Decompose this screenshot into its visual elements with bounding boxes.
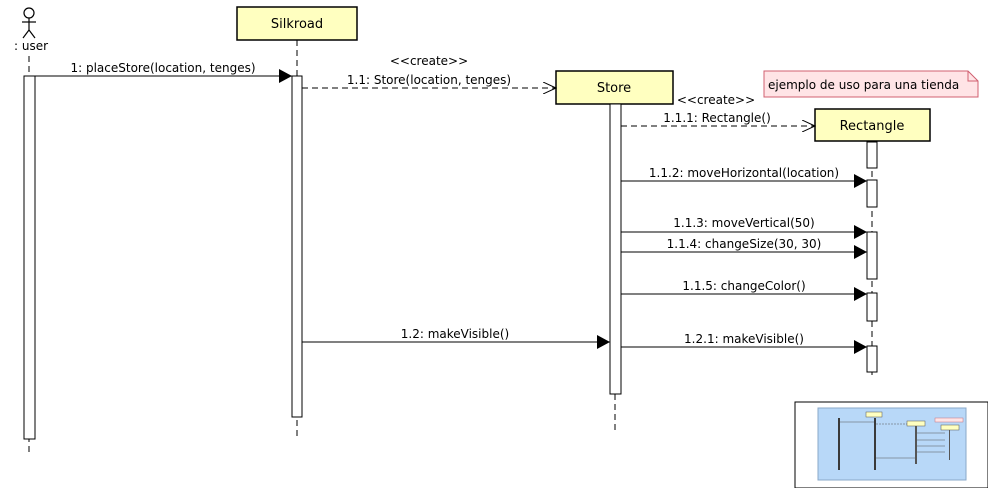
diagram-overview-panel[interactable] [794,401,988,488]
object-rectangle-label: Rectangle [840,119,905,134]
message-label: 1.1.5: changeColor() [682,279,805,293]
message-change-size[interactable]: 1.1.4: changeSize(30, 30) [621,237,867,259]
message-move-vertical[interactable]: 1.1.3: moveVertical(50) [621,216,867,239]
rectangle-activation [866,292,878,322]
object-silkroad-label: Silkroad [271,17,323,32]
message-label: 1.1.4: changeSize(30, 30) [667,237,822,251]
object-store[interactable]: Store [555,70,674,105]
message-label: 1.1.1: Rectangle() [663,111,771,125]
message-label: 1.1.3: moveVertical(50) [673,216,814,230]
rectangle-activation [866,231,878,280]
note[interactable]: ejemplo de uso para una tienda [763,70,979,98]
silkroad-activation [291,75,303,418]
rectangle-activation [866,345,878,373]
object-rectangle[interactable]: Rectangle [814,108,931,142]
message-label: 1.2.1: makeVisible() [684,332,804,346]
user-activation [23,75,36,440]
create-stereotype: <<create>> [390,54,468,68]
rectangle-activation [866,141,878,169]
create-stereotype: <<create>> [677,93,755,107]
message-create-store[interactable]: <<create>> 1.1: Store(location, tenges) [302,54,556,88]
message-label: 1.1: Store(location, tenges) [347,73,511,87]
message-change-color[interactable]: 1.1.5: changeColor() [621,279,867,301]
message-label: 1.2: makeVisible() [401,327,509,341]
message-label: 1: placeStore(location, tenges) [70,61,255,75]
message-place-store[interactable]: 1: placeStore(location, tenges) [35,61,292,83]
actor-user[interactable]: : user [14,7,48,53]
message-move-horizontal[interactable]: 1.1.2: moveHorizontal(location) [621,166,867,188]
store-activation [609,103,622,395]
message-label: 1.1.2: moveHorizontal(location) [649,166,839,180]
message-make-visible-rectangle[interactable]: 1.2.1: makeVisible() [621,332,867,354]
overview-thumbnail [838,411,964,470]
object-silkroad[interactable]: Silkroad [236,6,358,41]
note-text: ejemplo de uso para una tienda [768,78,959,92]
rectangle-activation [866,179,878,208]
message-make-visible[interactable]: 1.2: makeVisible() [302,327,610,349]
object-store-label: Store [597,81,631,96]
stick-figure-icon [22,7,36,39]
actor-label: : user [14,39,48,53]
message-create-rectangle[interactable]: <<create>> 1.1.1: Rectangle() [621,93,815,126]
